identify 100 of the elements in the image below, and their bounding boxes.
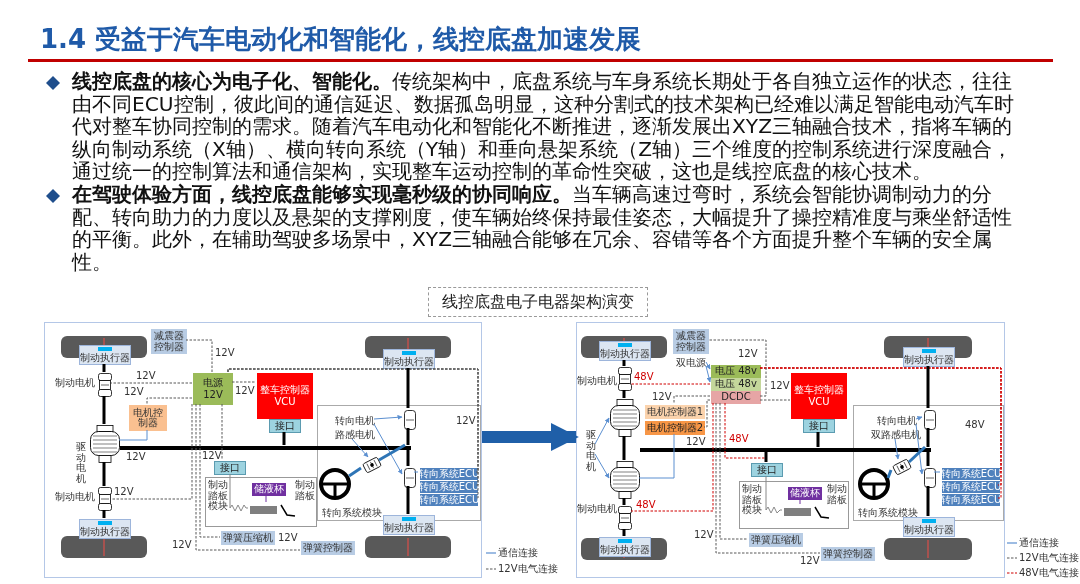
- leader-arrow: [705, 365, 712, 383]
- legend-text: 12V电气连接: [1019, 553, 1079, 563]
- power-line: [673, 395, 711, 405]
- subtitle-text: VCU: [274, 397, 296, 408]
- voltage-box: 电压 48v: [711, 365, 761, 378]
- slide-title: 1.4 受益于汽车电动化和智能化，线控底盘加速发展: [40, 23, 642, 56]
- drive-motor-drawing: [610, 399, 640, 437]
- module-region: [739, 481, 849, 529]
- shaft-line: [406, 449, 410, 466]
- motor-label: 转向电机: [334, 415, 376, 427]
- drive-motor-drawing: [90, 425, 120, 463]
- controller-box: 减震器控制器: [151, 329, 187, 354]
- shaft-line: [282, 432, 286, 445]
- motor-label: 双电源: [675, 357, 707, 369]
- shaft-line: [926, 366, 930, 408]
- diagram-caption: 线控底盘电子电器架构演变: [428, 287, 648, 317]
- motor-label: 制动电机: [577, 376, 617, 386]
- legend-text: 通信连接: [498, 548, 538, 558]
- interface-box: 接口: [269, 419, 301, 433]
- module-label: 转向系统模块: [858, 508, 918, 518]
- power-line: [146, 397, 193, 405]
- motor-label: 路感电机: [334, 429, 376, 441]
- actuator-box: 制动执行器: [599, 537, 651, 557]
- module-label: 转向系统模块: [322, 508, 382, 518]
- power-line: [199, 403, 221, 538]
- drive-motor-drawing: [610, 461, 640, 499]
- motor-label: 制动电机: [55, 378, 95, 388]
- controller-box: 弹簧压缩机: [749, 533, 803, 547]
- reservoir-box: 储液杯: [252, 483, 286, 496]
- title-text: 电源: [203, 377, 223, 388]
- voltage-box: 电压 48v: [711, 378, 761, 391]
- brake-motor-drawing: [98, 373, 112, 397]
- leader-arrow: [594, 417, 610, 445]
- actuator-box: 制动执行器: [79, 345, 131, 365]
- voltage-label: 12V: [136, 371, 156, 381]
- power-line: [759, 399, 791, 401]
- leader-arrow: [915, 423, 924, 475]
- gear-drawing: [363, 459, 381, 471]
- diagram-panel: [44, 322, 482, 578]
- shaft-line: [622, 529, 626, 536]
- signal-line: [765, 475, 783, 514]
- subtitle-text: 12V: [203, 390, 223, 401]
- voltage-label: 48V: [634, 372, 654, 382]
- voltage-label: 12V: [124, 387, 144, 397]
- vcu-box: [791, 373, 847, 419]
- motor-label: 制动电机: [55, 492, 95, 502]
- gear-drawing: [893, 461, 911, 473]
- controller-box: 减震器控制器: [673, 329, 709, 354]
- signal-line: [413, 471, 419, 473]
- leader-arrow: [705, 361, 711, 370]
- voltage-label: 12V: [114, 487, 134, 497]
- actuator-box: 制动执行器: [903, 347, 955, 367]
- leader-arrow: [915, 416, 923, 421]
- pedal-label: 制动踏板: [294, 480, 315, 501]
- voltage-label: 12V: [202, 451, 222, 461]
- power-line: [110, 403, 193, 500]
- power-line: [221, 403, 223, 461]
- shaft-line: [348, 466, 362, 478]
- leader-arrow: [894, 438, 900, 460]
- shaft-line: [926, 486, 930, 516]
- subtitle-text: VCU: [808, 397, 830, 408]
- shaft-line: [622, 360, 626, 366]
- actuator-box: 制动执行器: [903, 517, 955, 537]
- steering-motor-drawing: [404, 468, 416, 488]
- ecu-box: 转向系统ECU: [942, 468, 1000, 480]
- voltage-label: 48V: [965, 420, 985, 430]
- shaft-line: [378, 443, 406, 462]
- module-region: [205, 477, 317, 527]
- ecu-box: 转向系统ECU: [420, 481, 478, 493]
- bus-bar: [120, 446, 411, 450]
- module-label: 制动踏板模块: [742, 484, 763, 516]
- controller-box: 电机控制器2: [645, 421, 705, 435]
- voltage-label: 48V: [636, 500, 656, 510]
- shaft-line: [102, 462, 106, 486]
- controller-box: 弹簧控制器: [821, 547, 875, 561]
- ecu-box: 转向系统ECU: [942, 494, 1000, 506]
- interface-box: 接口: [214, 461, 246, 475]
- shaft-line: [926, 451, 930, 466]
- signal-line: [229, 473, 249, 512]
- voltage-label: 12V: [215, 348, 235, 358]
- legend-text: 12V电气连接: [498, 564, 558, 574]
- power-line: [110, 382, 193, 384]
- ecu-box: 转向系统ECU: [942, 481, 1000, 493]
- shaft-line: [622, 436, 626, 460]
- controller-box: 电机控制器: [129, 405, 167, 431]
- bullet-text: 在驾驶体验方面，线控底盘能够实现毫秒级的协同响应。当车辆高速过弯时，系统会智能协调制动力的分配、转向助力的力度以及悬架的支撑刚度，使车辆始终保持最佳姿态，大幅提升了操控精准度与乘坐舒适性的平衡。此外，在辅助驾驶多场景中，XYZ三轴融合能够在冗余、容错等各个方面提升整个车辆的安全属性。: [72, 183, 1013, 274]
- title-text: 整车控制器: [260, 384, 310, 395]
- controller-box: 弹簧控制器: [301, 541, 355, 555]
- title-text: 整车控制器: [794, 384, 844, 395]
- reservoir-box: 储液杯: [788, 487, 822, 500]
- shaft-line: [622, 498, 626, 505]
- diagram-panel: [576, 322, 1005, 578]
- shaft-line: [406, 428, 410, 445]
- brake-motor-drawing: [618, 506, 632, 530]
- shaft-line: [816, 432, 820, 447]
- controller-box: 电机控制器1: [645, 405, 705, 419]
- leader-arrow: [373, 414, 403, 420]
- shaft-line: [886, 469, 893, 479]
- leader-arrow: [351, 438, 369, 458]
- transition-arrow: [482, 423, 579, 451]
